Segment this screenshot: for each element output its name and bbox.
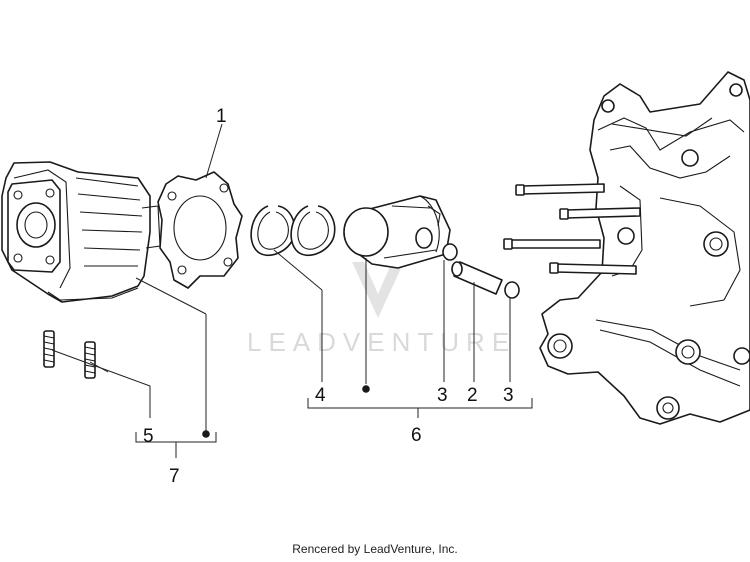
cylinder-block[interactable]: [1, 161, 161, 303]
group-bracket-6: [307, 398, 533, 418]
callout-2: 2: [467, 385, 478, 406]
callout-6: 6: [411, 425, 422, 446]
piston-rings[interactable]: [250, 205, 336, 256]
stud-bolts[interactable]: [43, 330, 96, 379]
piston[interactable]: [343, 195, 451, 269]
group-bracket-7: [135, 432, 217, 458]
crankcase-studs[interactable]: [503, 183, 641, 275]
callout-3-right: 3: [503, 385, 514, 406]
watermark: LEADVENTURE: [247, 262, 516, 357]
piston-pin[interactable]: [451, 261, 503, 295]
reference-dot-piston: [362, 385, 370, 393]
footer-credit: Rencered by LeadVenture, Inc.: [292, 542, 458, 556]
watermark-text: LEADVENTURE: [247, 327, 516, 357]
callout-4: 4: [315, 385, 326, 406]
cylinder-gasket[interactable]: [157, 171, 243, 289]
leader-lines: [51, 123, 511, 432]
callout-3-left: 3: [437, 385, 448, 406]
callout-7: 7: [169, 466, 180, 487]
watermark-logo-icon: [352, 262, 404, 318]
reference-dot-gasket: [202, 430, 210, 438]
callout-1: 1: [216, 106, 227, 127]
crankcase[interactable]: [539, 71, 750, 425]
circlip-right[interactable]: [504, 281, 520, 299]
circlip-left[interactable]: [442, 243, 458, 261]
callout-5: 5: [143, 426, 154, 447]
